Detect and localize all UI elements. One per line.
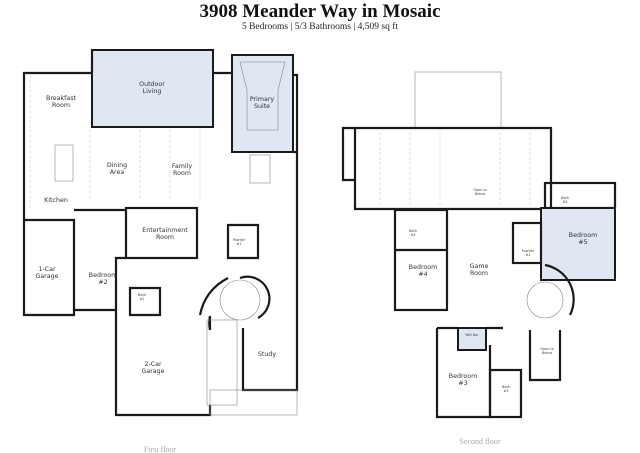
bath-5-walls: [543, 181, 617, 210]
room-label-garage-2: 2-Car: [144, 361, 162, 368]
room-label-bath-4: Bath: [409, 229, 417, 233]
foyer-wall: [198, 277, 229, 331]
room-label-wet-bar: Wet Bar: [465, 333, 479, 337]
room-label-bedroom-5-2: #5: [578, 239, 587, 246]
room-label-garage-1: 1-Car: [38, 266, 56, 273]
room-label-bath-2: Bath: [138, 293, 146, 297]
room-label-dining: Dining: [107, 162, 127, 169]
room-label-dining-2: Area: [110, 169, 125, 176]
room-label-bath-3: Bath: [502, 385, 510, 389]
room-label-entertainment-2: Room: [156, 234, 174, 241]
room-label-bedroom-5: Bedroom: [569, 232, 597, 239]
room-label-family-2: Room: [173, 170, 191, 177]
room-label-open-below-2b: Below: [542, 351, 552, 355]
room-label-bedroom-3: Bedroom: [449, 373, 477, 380]
room-label-powder-2-2: #2: [526, 253, 531, 257]
stair-wall: [239, 275, 271, 319]
spiral-stair-2: [526, 281, 564, 319]
ceiling-lines: [29, 80, 201, 210]
open-to-below-2-walls: [528, 330, 562, 382]
room-label-family: Family: [172, 163, 193, 170]
page-title: 3908 Meander Way in Mosaic: [199, 1, 441, 22]
first-floor-label: First floor: [144, 445, 177, 453]
primary-bath-tub: [249, 154, 271, 184]
room-label-entertainment: Entertainment: [142, 227, 188, 234]
entry-tile: [206, 319, 238, 406]
room-label-open-below: Open to: [473, 188, 487, 192]
bath-2-walls: [128, 286, 162, 317]
ceiling-lines-2: [379, 132, 531, 205]
room-label-open-below-2: Open to: [540, 347, 554, 351]
room-label-bath-4-2: #4: [411, 233, 416, 237]
open-to-below-walls: [341, 126, 553, 211]
page-subtitle: 5 Bedrooms | 5/3 Bathrooms | 4,509 sq ft: [241, 22, 399, 32]
room-label-primary-suite-2: Suite: [254, 103, 270, 110]
roof-outline: [414, 71, 502, 129]
garage-bedroom-walls: [24, 208, 126, 310]
wet-bar-area: [457, 327, 487, 351]
entertainment-room-walls: [124, 206, 199, 260]
front-porch: [209, 389, 298, 416]
outdoor-living-area: [91, 49, 214, 128]
room-label-bedroom-4: Bedroom: [409, 264, 437, 271]
room-label-bath-5-2: #5: [563, 200, 568, 204]
powder-2-walls: [511, 221, 543, 265]
room-label-powder-1-2: #1: [237, 242, 242, 246]
room-label-bath-2-2: #2: [140, 297, 145, 301]
powder-1-walls: [226, 223, 260, 260]
room-label-bedroom-3-2: #3: [458, 380, 467, 387]
room-label-primary-suite: Primary: [250, 96, 275, 103]
first-floor-plan: Outdoor Living Breakfast Room Primary Su…: [22, 49, 299, 453]
room-label-breakfast-2: Room: [52, 102, 70, 109]
room-label-bath-5: Bath: [561, 196, 569, 200]
second-floor-plan: Open to Below Bath #5 Bedroom #5 Bath #4…: [341, 71, 617, 446]
room-label-bath-3-2: #3: [504, 389, 509, 393]
bath-3-walls: [488, 368, 523, 419]
room-label-powder-2: Powder: [522, 249, 535, 253]
room-label-kitchen: Kitchen: [44, 197, 68, 204]
primary-ceiling-outline: [239, 61, 286, 131]
room-label-breakfast: Breakfast: [46, 95, 77, 102]
bedroom-4-walls: [393, 208, 449, 312]
room-label-game-room-2: Room: [470, 270, 488, 277]
room-label-bedroom-2-2: #2: [98, 279, 107, 286]
second-floor-label: Second floor: [459, 437, 500, 446]
stair-wall-2: [544, 263, 575, 316]
room-label-study: Study: [258, 351, 276, 358]
room-label-outdoor-living-2: Living: [143, 88, 162, 95]
room-label-bedroom-4-2: #4: [418, 271, 427, 278]
room-label-bedroom-2: Bedroom: [89, 272, 117, 279]
room-label-outdoor-living: Outdoor: [139, 81, 165, 88]
first-floor-east-wall: [213, 71, 299, 392]
room-label-garage-2-2: Garage: [141, 368, 164, 375]
room-label-powder-1: Powder: [233, 238, 246, 242]
room-label-game-room: Game: [470, 263, 489, 270]
room-label-open-below-b: Below: [475, 192, 485, 196]
room-label-garage-1-2: Garage: [35, 273, 58, 280]
spiral-stair: [219, 279, 261, 321]
kitchen-island: [54, 144, 74, 182]
